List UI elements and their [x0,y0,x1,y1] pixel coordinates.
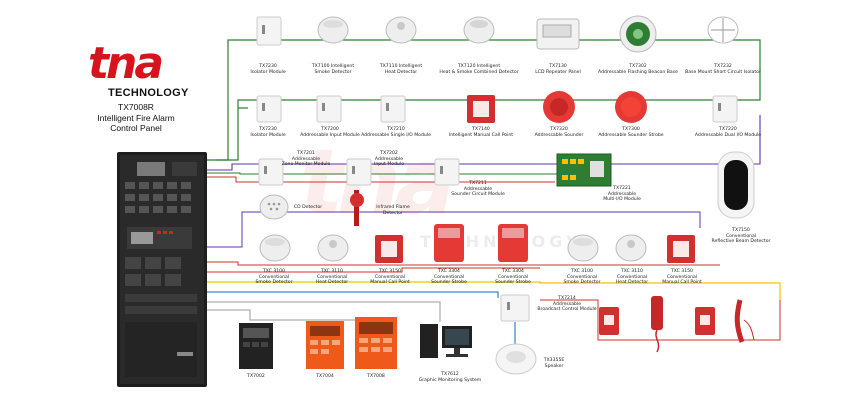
panel-model: TX7008R [118,102,154,112]
conventional-manual-call-point-icon [375,235,403,263]
reflective-beam-detector-icon [717,151,755,219]
smoke-detector-icon [317,16,349,44]
wire-yellow [204,281,781,300]
graphic-monitoring-computer-icon [420,324,472,358]
short-circuit-isolator-icon [707,16,739,44]
heat-detector-icon [385,16,417,44]
fire-telephone-jack-icon [599,307,619,335]
panel-name-line1: Intelligent Fire Alarm [97,112,175,123]
label-conv-sounder-strobe-1: TXC 3304 Conventional Sounder Strobe [431,269,467,286]
label-single-io-module: TX7210 Addressable Single I/O Module [361,127,431,138]
multi-io-module-board-icon [556,153,612,187]
wire-telephone-red [540,299,781,341]
label-addressable-sounder: TX7320 Addressable Sounder [534,127,584,138]
fire-telephone-jack-icon [695,307,715,335]
wire-sounder-red [204,267,540,273]
fire-telephone-handset-icon [734,299,755,343]
wire-broadcast-blue [204,291,499,298]
label-conv-manual-call-point-2: TXC 3150 Conventional Manual Call Point [662,269,702,286]
label-combined-detector: TX7120 Intelligent Heat & Smoke Combined… [439,64,519,75]
label-conv-sounder-strobe-2: TXC 3304 Conventional Sounder Strobe [495,269,531,286]
wire-loop-row3-green [204,172,565,175]
label-conv-heat-detector-2: TXC 3110 Conventional Heat Detector [615,269,649,286]
lcd-repeater-panel-icon [536,18,580,50]
conventional-sounder-strobe-icon [434,224,464,262]
input-module-icon [316,95,342,123]
conventional-heat-detector-icon [615,234,647,262]
control-panel-cabinet [117,152,207,387]
label-sounder-strobe: TX7300 Addressable Sounder Strobe [598,127,664,138]
label-broadcast-control-module: TX7214 Addressable Broadcast Control Mod… [537,296,597,313]
wire-network-gray [204,309,394,321]
conventional-smoke-detector-icon [567,234,599,262]
label-conv-smoke-detector-2: TXC 3100 Conventional Smoke Detector [563,269,601,286]
flame-detector-icon [350,190,364,226]
label-input-module-2: TX7202 Addressable Input Module [373,151,405,168]
flashing-beacon-base-icon [619,15,657,53]
label-panel-tx7008: TX7008 [367,374,385,379]
network-panel-tx7008-icon [355,317,397,369]
isolator-module-icon [256,16,282,46]
conventional-heat-detector-icon [317,234,349,262]
conventional-manual-call-point-icon [667,235,695,263]
label-short-circuit-isolator: TX7232 Base Mount Short Circuit Isolator [685,64,761,75]
conventional-smoke-detector-icon [259,234,291,262]
wire-loop-row3-red [204,176,555,183]
label-panel-tx7004: TX7004 [316,374,334,379]
brand-logo: tna [88,38,164,88]
sounder-circuit-module-icon [434,158,460,186]
conventional-sounder-strobe-icon [498,224,528,262]
co-detector-icon [259,194,289,220]
speaker-icon [495,343,537,375]
label-speaker: TX3355E Speaker [543,358,565,369]
wire-graphic-gray [204,301,441,322]
combined-detector-icon [463,16,495,44]
brand-subtitle: TECHNOLOGY [108,87,189,99]
panel-title: TX7008R Intelligent Fire Alarm Control P… [82,102,190,134]
zone-monitor-module-icon [258,158,284,186]
label-panel-tx7002: TX7002 [247,374,265,379]
fire-telephone-handset-icon [651,296,663,353]
input-module-icon [346,158,372,186]
label-smoke-detector: TX7100 Intelligent Smoke Detector [311,64,355,75]
label-isolator-module-2: TX7230 Isolator Module [250,127,286,138]
label-zone-monitor-module: TX7201 Addressable Zone Monitor Module [281,151,331,168]
label-graphic-monitoring-system: TX7612 Graphic Monitoring System [418,372,482,383]
label-isolator-module-1: TX7230 Isolator Module [250,64,286,75]
sounder-strobe-icon [615,91,647,123]
wire-loop-row3-purple [204,115,761,171]
label-conv-heat-detector-1: TXC 3110 Conventional Heat Detector [315,269,349,286]
label-heat-detector: TX7110 Intelligent Heat Detector [379,64,423,75]
wire-loop-row4-purple [204,211,701,248]
panel-name-line2: Control Panel [110,123,162,133]
label-reflective-beam-detector: TX7150 Conventional Reflective Beam Dete… [711,228,771,245]
label-conv-manual-call-point-1: TXC 3150 Conventional Manual Call Point [370,269,410,286]
label-multi-io-module: TX7221 Addressable Multi-I/O Module [603,186,641,203]
dual-io-module-icon [712,95,738,123]
isolator-module-icon [256,95,282,123]
single-io-module-icon [380,95,406,123]
brand-logo-text: tna [88,38,161,88]
network-panel-tx7004-icon [306,321,344,369]
label-flame-detector: Infrared Flame Detector [376,205,410,216]
manual-call-point-icon [467,95,495,123]
addressable-sounder-icon [543,91,575,123]
wire-conv-zone-red [204,261,720,266]
label-conv-smoke-detector-1: TXC 3100 Conventional Smoke Detector [255,269,293,286]
label-lcd-repeater: TX7130 LCD Repeater Panel [535,64,581,75]
label-co-detector: CO Detector [293,205,323,210]
broadcast-control-module-icon [500,294,530,322]
wire-addressable-loop-row2 [216,80,761,161]
label-input-module: TX7200 Addressable Input Module [300,127,360,138]
network-panel-tx7002-icon [239,323,273,369]
label-sounder-circuit-module: TX7211 Addressable Sounder Circuit Modul… [451,181,505,198]
label-manual-call-point: TX7140 Intelligent Manual Call Point [448,127,514,138]
label-flashing-beacon: TX7302 Addressable Flashing Beacon Base [598,64,678,75]
label-dual-io-module: TX7220 Addressable Dual I/O Module [694,127,762,138]
